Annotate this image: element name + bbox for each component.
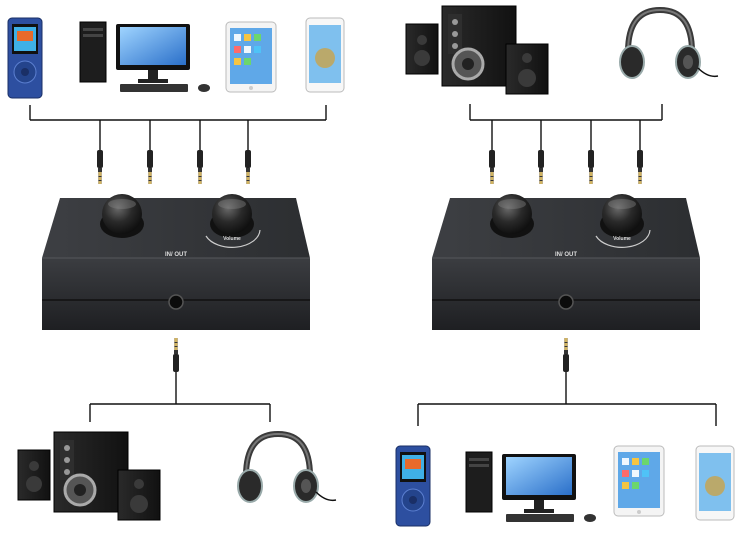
headphones-icon [238, 434, 336, 502]
tablet-icon [613, 445, 665, 517]
tablet-icon [225, 21, 277, 93]
in-out-label: IN/ OUT [555, 252, 577, 258]
audio-jack-icon [97, 150, 103, 184]
input-cable-bus [29, 105, 327, 150]
audio-switch-icon [431, 193, 701, 331]
audio-jack-icon [489, 150, 495, 184]
mp3-player-icon [7, 17, 43, 99]
volume-label: Volume [223, 236, 241, 242]
speaker-system-icon [404, 4, 550, 96]
desktop-computer-icon [465, 451, 597, 523]
in-out-label: IN/ OUT [165, 252, 187, 258]
audio-jack-icon [588, 150, 594, 184]
left-panel: IN/ OUT Volume [7, 17, 345, 522]
smartphone-icon [695, 445, 735, 521]
audio-jack-icon [538, 150, 544, 184]
audio-jack-icon [197, 150, 203, 184]
smartphone-icon [305, 17, 345, 93]
audio-jack-icon [147, 150, 153, 184]
audio-switch-icon [41, 193, 311, 331]
audio-jack-icon [173, 338, 179, 372]
desktop-computer-icon [79, 21, 211, 93]
mp3-player-icon [395, 445, 431, 527]
audio-jack-icon [245, 150, 251, 184]
audio-jack-icon [637, 150, 643, 184]
right-panel: IN/ OUT Volume [395, 4, 735, 527]
output-cable-bus [89, 372, 271, 422]
input-cable-bus [469, 104, 663, 150]
audio-jack-icon [563, 338, 569, 372]
output-cable-bus [417, 372, 717, 426]
speaker-system-icon [16, 430, 162, 522]
volume-label: Volume [613, 236, 631, 242]
headphones-icon [620, 10, 718, 78]
